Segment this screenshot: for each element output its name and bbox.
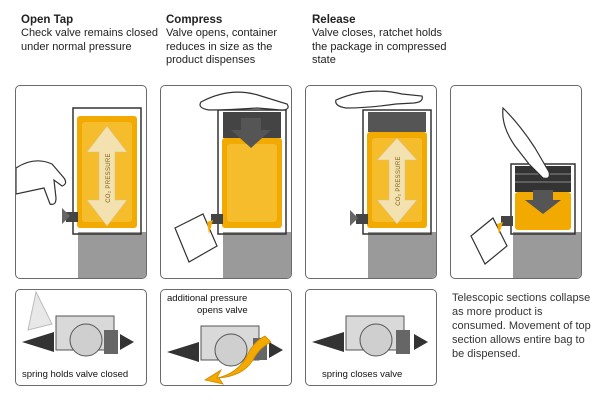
valve-chamber: [214, 333, 248, 367]
dispenser-base: [78, 232, 146, 278]
dispenser-base: [223, 232, 291, 278]
nozzle: [167, 342, 199, 362]
panel-collapse: [450, 85, 582, 279]
step-title: Release: [312, 14, 356, 26]
step-release: Release Valve closes, ratchet holds the …: [312, 13, 452, 68]
valve-detail-open: additional pressure opens valve: [160, 289, 292, 386]
valve-chamber: [359, 323, 393, 357]
compress-illustration: [174, 91, 291, 278]
tap: [501, 216, 513, 226]
step-description: Valve opens, container reduces in size a…: [166, 27, 278, 66]
pressure-label: CO₂ PRESSURE: [396, 156, 402, 206]
release-illustration: CO₂ PRESSURE: [335, 90, 436, 278]
cup-icon: [470, 217, 508, 265]
step-title: Open Tap: [21, 14, 74, 26]
valve-closed-illustration: [22, 290, 134, 357]
container-frame: [217, 109, 287, 235]
valve-detail-release: spring closes valve: [305, 289, 437, 386]
valve-caption: spring holds valve closed: [22, 369, 129, 380]
tap: [66, 212, 78, 222]
step-open-tap: Open Tap Check valve remains closed unde…: [21, 13, 161, 54]
open-tap-illustration: CO₂ PRESSURE: [16, 107, 146, 278]
down-arrow: [525, 190, 561, 214]
step-description: Check valve remains closed under normal …: [21, 27, 158, 53]
nozzle: [22, 332, 54, 352]
tap: [211, 214, 223, 224]
panel-release: CO₂ PRESSURE: [305, 85, 437, 279]
valve-caption-line1: additional pressure: [167, 293, 248, 304]
hand-icon: [335, 90, 423, 109]
tap: [356, 214, 368, 224]
valve-open-illustration: [167, 325, 283, 385]
panel-compress: [160, 85, 292, 279]
valve-release-illustration: [312, 315, 428, 357]
spring: [396, 330, 410, 354]
step-title: Compress: [166, 14, 223, 26]
pressure-arrow: [86, 125, 128, 227]
hand-icon: [199, 91, 289, 111]
step-description: Valve closes, ratchet holds the package …: [312, 27, 447, 66]
product-stream: [497, 222, 503, 234]
dispenser-base: [513, 232, 581, 278]
product-flow-arrow: [203, 335, 272, 385]
right-arrow: [414, 334, 428, 350]
hand-icon: [502, 106, 550, 179]
step-compress: Compress Valve opens, container reduces …: [166, 13, 306, 68]
hand-icon: [16, 160, 67, 205]
panel-open-tap: CO₂ PRESSURE: [15, 85, 147, 279]
valve-detail-closed: spring holds valve closed: [15, 289, 147, 386]
spring: [104, 330, 118, 354]
valve-caption: spring closes valve: [322, 369, 403, 380]
product-stream: [207, 220, 213, 234]
collapse-illustration: [470, 106, 581, 278]
right-arrow: [269, 342, 283, 358]
container-frame: [72, 107, 142, 235]
pressure-label: CO₂ PRESSURE: [106, 153, 112, 203]
top-plate: [368, 112, 426, 132]
cup-icon: [174, 213, 218, 263]
valve-caption-line2: opens valve: [197, 305, 248, 316]
pressure-arrow: [376, 137, 418, 225]
down-arrow: [231, 118, 271, 148]
valve-chamber: [69, 323, 103, 357]
right-arrow: [120, 334, 134, 350]
nozzle: [312, 332, 344, 352]
dispenser-base: [368, 232, 436, 278]
container-frame: [362, 109, 432, 235]
telescopic-note: Telescopic sections collapse as more pro…: [452, 292, 591, 360]
